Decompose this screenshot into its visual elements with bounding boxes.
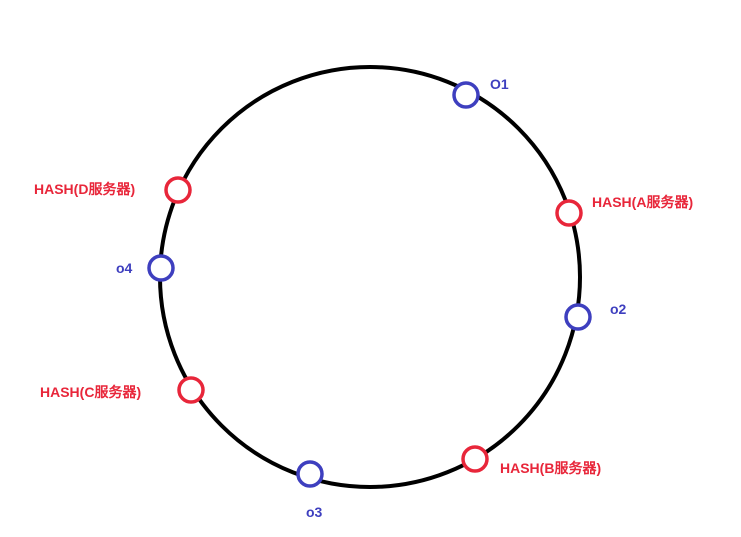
server-node-b [461, 445, 489, 473]
object-label-o3: o3 [306, 504, 323, 520]
object-node-o1 [452, 81, 480, 109]
server-node-c [177, 376, 205, 404]
server-node-d [164, 176, 192, 204]
server-label-b: HASH(B服务器) [500, 460, 602, 476]
hash-ring [158, 65, 582, 489]
server-label-a: HASH(A服务器) [592, 194, 694, 210]
server-label-d: HASH(D服务器) [34, 181, 136, 197]
server-label-c: HASH(C服务器) [40, 384, 142, 400]
object-node-o3 [296, 460, 324, 488]
object-label-o2: o2 [610, 301, 627, 317]
object-label-o4: o4 [116, 260, 133, 276]
server-node-a [555, 199, 583, 227]
object-node-o4 [147, 254, 175, 282]
object-node-o2 [564, 303, 592, 331]
object-label-o1: O1 [490, 76, 509, 92]
